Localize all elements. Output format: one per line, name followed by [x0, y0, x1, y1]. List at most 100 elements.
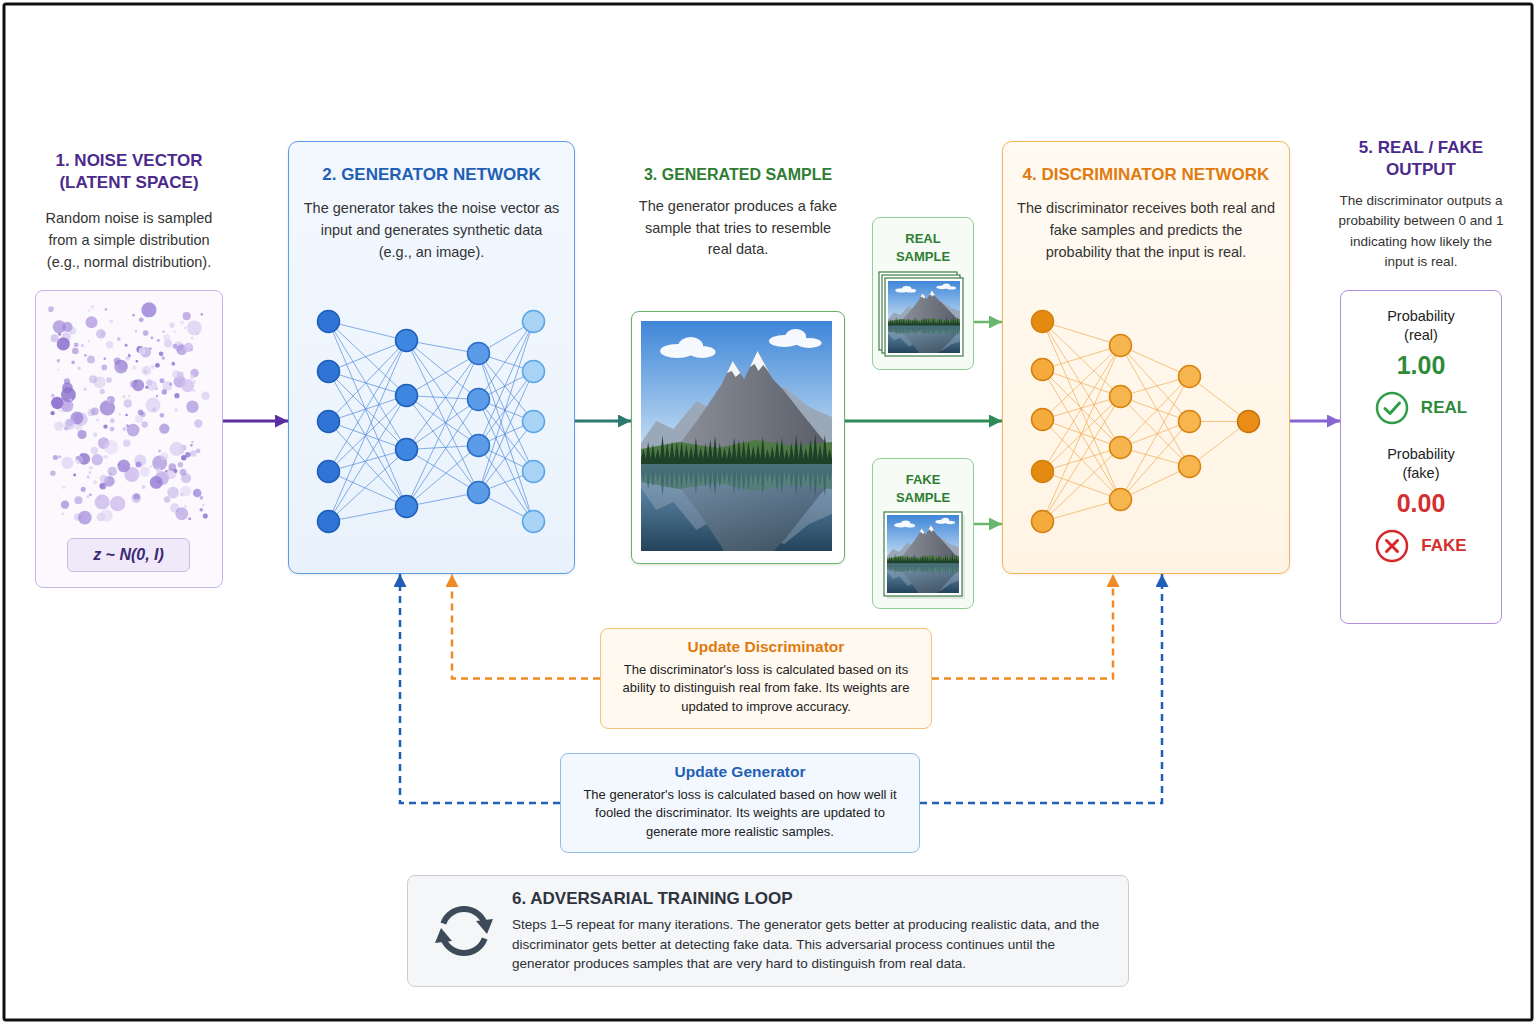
- noise-dot: [146, 379, 152, 385]
- noise-dot: [201, 313, 204, 316]
- text-slot: Probability (fake): [1341, 445, 1501, 483]
- noise-dot: [117, 460, 130, 473]
- noise-dot: [53, 320, 66, 333]
- noise-dot: [135, 473, 139, 477]
- noise-dot: [62, 513, 65, 516]
- noise-dot: [181, 379, 194, 392]
- noise-dot: [201, 391, 210, 400]
- noise-dot: [162, 356, 165, 359]
- box-heading: 2. GENERATOR NETWORK: [303, 164, 560, 186]
- network-link: [329, 341, 407, 522]
- box-heading: 4. DISCRIMINATOR NETWORK: [1015, 164, 1277, 186]
- formula: z ~ N(0, I): [68, 539, 189, 571]
- neuron: [1179, 456, 1201, 478]
- noise-dot: [104, 455, 108, 459]
- noise-panel: 1. NOISE VECTOR (LATENT SPACE)Random noi…: [35, 150, 223, 588]
- neuron: [396, 496, 418, 518]
- noise-dot: [124, 399, 133, 408]
- real-sample-box: REAL SAMPLE: [872, 217, 974, 370]
- neuron: [468, 482, 490, 504]
- noise-dot: [90, 305, 95, 310]
- network-link: [329, 322, 407, 396]
- noise-dot: [107, 399, 111, 403]
- noise-dot: [136, 461, 142, 467]
- noise-dot: [141, 421, 147, 427]
- loop-box: 6. ADVERSARIAL TRAINING LOOPSteps 1–5 re…: [407, 875, 1129, 987]
- fake-sample-box: FAKE SAMPLE: [872, 458, 974, 609]
- noise-dot: [173, 330, 175, 332]
- noise-dot: [100, 509, 112, 521]
- noise-dot: [73, 474, 76, 477]
- noise-dot: [196, 332, 199, 335]
- noise-dot: [167, 487, 179, 499]
- noise-dot: [104, 440, 118, 454]
- text-slot: 1.00: [1341, 349, 1501, 382]
- noise-dot: [177, 372, 184, 379]
- noise-dot: [57, 368, 59, 370]
- noise-dot: [125, 344, 128, 347]
- network-link: [329, 372, 407, 507]
- network-link: [1121, 422, 1190, 500]
- noise-dot: [132, 493, 141, 502]
- noise-dot: [106, 341, 113, 348]
- noise-dot: [61, 400, 73, 412]
- neuron: [1179, 411, 1201, 433]
- noise-dot: [87, 340, 89, 342]
- flow-arrow: [223, 420, 288, 423]
- noise-dot: [150, 476, 163, 489]
- noise-dot: [151, 365, 155, 369]
- network-link: [479, 422, 534, 493]
- neuron: [523, 411, 545, 433]
- network-link: [329, 507, 407, 522]
- noise-dot: [135, 415, 143, 423]
- noise-dot: [61, 501, 69, 509]
- loop-description: Steps 1–5 repeat for many iterations. Th…: [512, 915, 1114, 974]
- flow-arrow: [400, 574, 560, 803]
- noise-dot: [192, 380, 196, 384]
- noise-dot: [86, 495, 89, 498]
- noise-dot: [184, 343, 193, 352]
- noise-dot: [160, 378, 165, 383]
- noise-dot: [126, 356, 130, 360]
- neuron: [318, 511, 340, 533]
- noise-dot: [76, 456, 80, 460]
- network-link: [1043, 322, 1121, 448]
- noise-dot: [100, 389, 105, 394]
- noise-dot: [130, 380, 137, 387]
- noise-dot: [202, 504, 204, 506]
- network-neurons: [1032, 311, 1260, 533]
- noise-dot: [101, 365, 107, 371]
- cycle-icon: [432, 899, 496, 963]
- neuron: [318, 411, 340, 433]
- noise-dot: [125, 414, 128, 417]
- discriminator-box: 4. DISCRIMINATOR NETWORKThe discriminato…: [1002, 141, 1290, 574]
- neuron: [1032, 311, 1054, 333]
- noise-dot: [183, 312, 191, 320]
- noise-dot: [132, 365, 137, 370]
- check-icon: [1375, 391, 1409, 425]
- noise-dot: [77, 430, 86, 439]
- network-link: [1043, 500, 1121, 522]
- noise-dot: [186, 401, 198, 413]
- noise-dot: [103, 424, 107, 428]
- noise-dot: [119, 413, 121, 415]
- noise-dot: [159, 351, 164, 356]
- noise-dot: [134, 455, 146, 467]
- probability-value: 1.00: [1341, 349, 1501, 382]
- noise-dot: [91, 447, 99, 455]
- noise-dot: [158, 450, 161, 453]
- noise-dot: [164, 496, 170, 502]
- noise-dot: [83, 387, 87, 391]
- neuron: [523, 361, 545, 383]
- neuron: [1032, 461, 1054, 483]
- update-description: The generator's loss is calculated based…: [571, 786, 909, 841]
- noise-dot: [58, 455, 61, 458]
- noise-dot: [163, 334, 170, 341]
- update-box: Update DiscriminatorThe discriminator's …: [600, 628, 932, 729]
- noise-dot: [180, 469, 187, 476]
- flow-arrow: [575, 420, 631, 423]
- noise-dot: [155, 363, 160, 368]
- probability-value: 0.00: [1341, 487, 1501, 520]
- landscape-picture: [887, 515, 959, 603]
- noise-dot: [149, 466, 151, 468]
